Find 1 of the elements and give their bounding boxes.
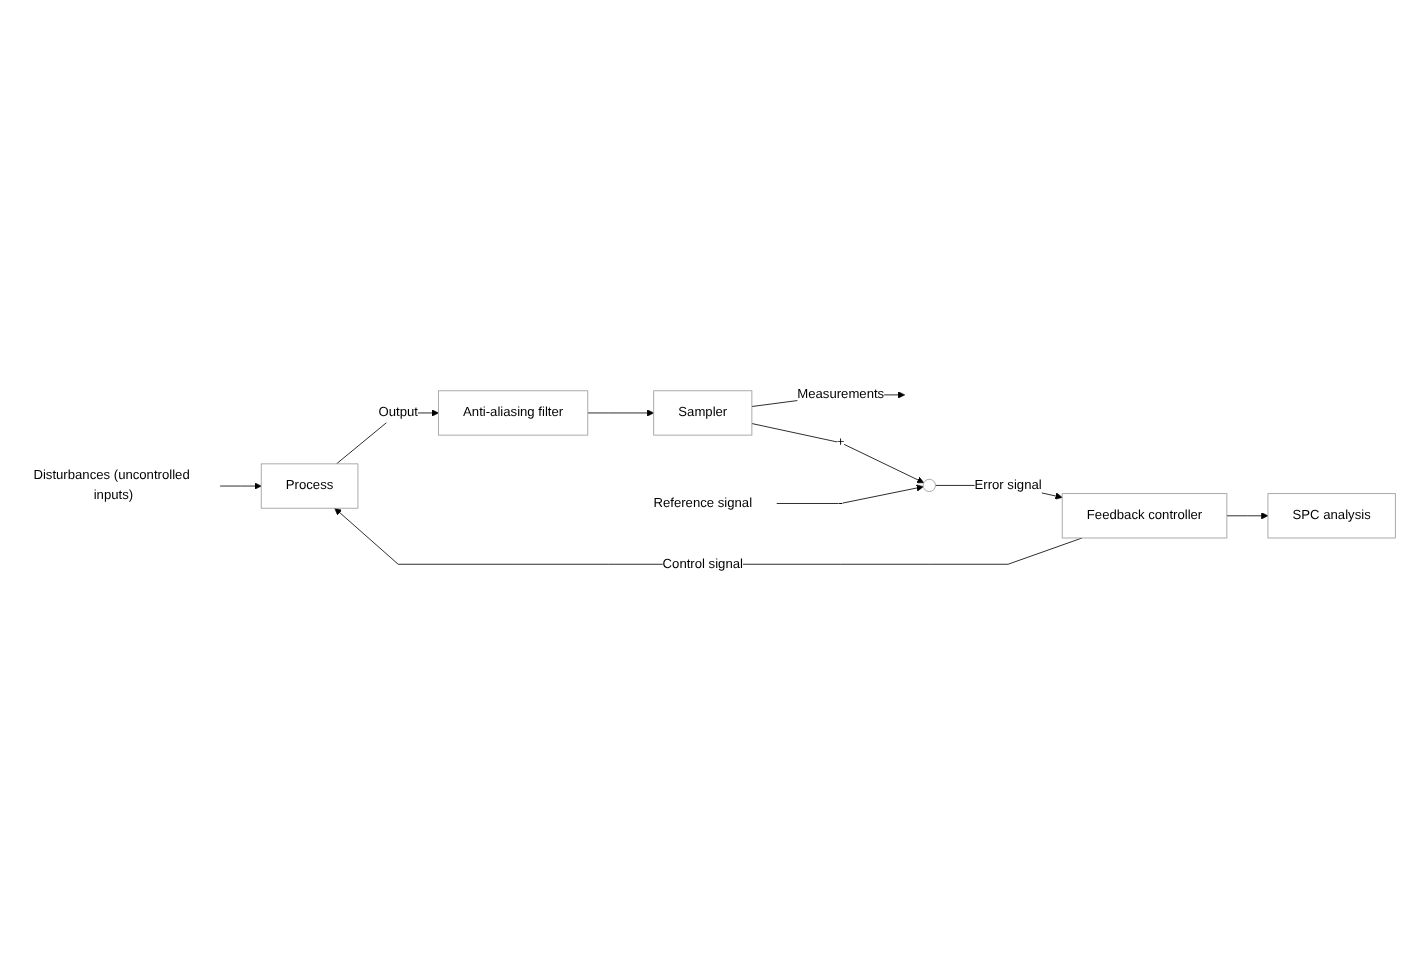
node-circle xyxy=(922,478,936,492)
